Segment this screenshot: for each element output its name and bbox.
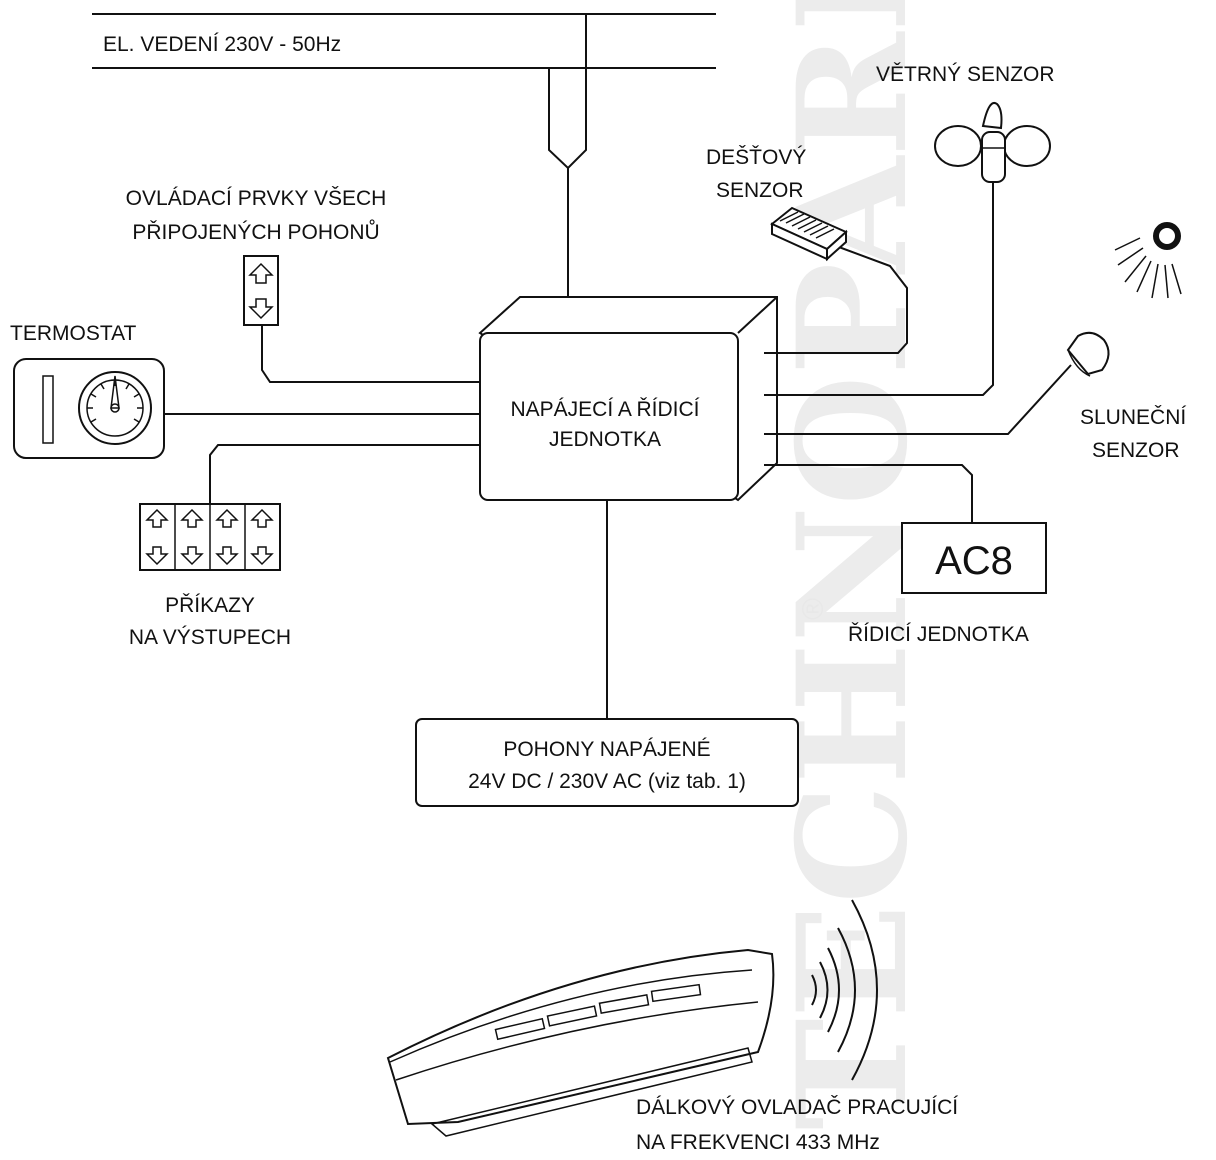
- thermostat-needle: [110, 375, 120, 409]
- outputs-label-1: PŘÍKAZY: [165, 594, 255, 617]
- control-unit-label-1: NAPÁJECÍ A ŘÍDICÍ: [510, 398, 699, 421]
- ac8-text: AC8: [935, 539, 1013, 583]
- rain-sensor-label-1: DEŠŤOVÝ: [706, 146, 806, 169]
- mains-label: EL. VEDENÍ 230V - 50Hz: [103, 33, 341, 56]
- wire-sun-sensor: [764, 364, 1072, 435]
- watermark-registered: ®: [797, 598, 830, 620]
- wind-sensor-label: VĚTRNÝ SENZOR: [876, 63, 1055, 86]
- wire-rain-sensor: [764, 242, 908, 354]
- remote-control: [386, 899, 878, 1137]
- drive-controls: OVLÁDACÍ PRVKY VŠECH PŘIPOJENÝCH POHONŮ: [126, 187, 387, 326]
- ac8-label: ŘÍDICÍ JEDNOTKA: [848, 623, 1029, 646]
- control-unit: NAPÁJECÍ A ŘÍDICÍ JEDNOTKA: [478, 296, 778, 502]
- remote-label-2: NA FREKVENCI 433 MHz: [636, 1131, 880, 1154]
- arrow-down-icon: [248, 298, 274, 320]
- control-unit-box: [479, 332, 739, 501]
- sun-sensor: SLUNEČNÍ SENZOR: [1066, 331, 1186, 462]
- wind-sensor-body: [981, 131, 1006, 183]
- sun-sensor-label-2: SENZOR: [1092, 439, 1180, 462]
- controls-label-2: PŘIPOJENÝCH POHONŮ: [132, 220, 379, 244]
- thermostat-label: TERMOSTAT: [10, 322, 137, 345]
- wire-ac8: [764, 464, 973, 523]
- drive-controls-switch: [243, 255, 279, 326]
- rain-sensor-label-2: SENZOR: [716, 179, 804, 202]
- rain-sensor: DEŠŤOVÝ SENZOR: [706, 146, 848, 262]
- drives-box: [415, 718, 799, 807]
- remote-label-1: DÁLKOVÝ OVLADAČ PRACUJÍCÍ: [636, 1096, 958, 1119]
- wire-outputs: [209, 444, 480, 503]
- outputs-label-2: NA VÝSTUPECH: [129, 626, 291, 649]
- drives: POHONY NAPÁJENÉ 24V DC / 230V AC (viz ta…: [415, 718, 799, 807]
- drives-label-1: POHONY NAPÁJENÉ: [503, 738, 710, 761]
- sun-sensor-label-1: SLUNEČNÍ: [1080, 406, 1186, 429]
- wind-sensor: VĚTRNÝ SENZOR: [876, 63, 1055, 183]
- sun-icon: [1114, 222, 1182, 299]
- wire-controls: [261, 325, 480, 383]
- thermostat-dial: [78, 371, 152, 445]
- controls-label-1: OVLÁDACÍ PRVKY VŠECH: [126, 187, 387, 210]
- mains-connector: [548, 68, 587, 315]
- output-commands: PŘÍKAZY NA VÝSTUPECH: [129, 503, 291, 649]
- thermostat: TERMOSTAT: [10, 322, 165, 459]
- control-unit-label-2: JEDNOTKA: [549, 428, 661, 451]
- ac8-unit: AC8 ŘÍDICÍ JEDNOTKA: [848, 522, 1047, 646]
- arrow-up-icon: [248, 262, 274, 284]
- ac8-box: [901, 522, 1047, 594]
- mains-line: EL. VEDENÍ 230V - 50Hz: [92, 13, 716, 69]
- drives-label-2: 24V DC / 230V AC (viz tab. 1): [468, 770, 746, 793]
- remote-body: [386, 948, 775, 1126]
- radio-waves-icon: [811, 899, 878, 1081]
- wire-wind-sensor: [764, 183, 994, 396]
- thermostat-slider: [42, 375, 54, 444]
